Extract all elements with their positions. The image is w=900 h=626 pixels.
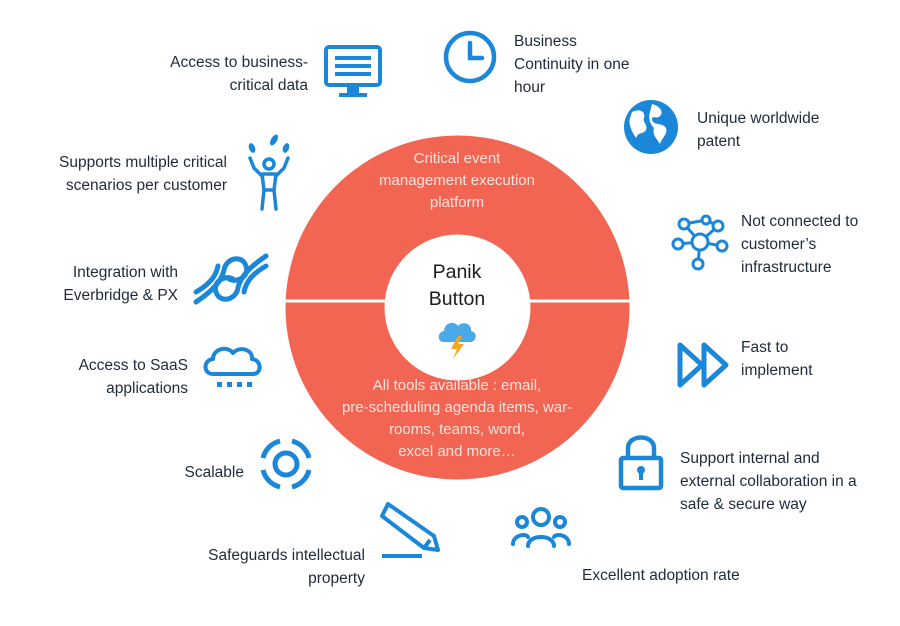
scenarios-label: Supports multiple critical scenarios per… [59,154,227,194]
integration-label: Integration with Everbridge & PX [63,264,178,304]
business-critical-label: Access to business- critical data [170,54,308,94]
clock-icon [442,29,498,85]
fast-forward-icon [676,340,732,390]
lock-icon [617,433,665,491]
central-wheel [285,135,630,480]
monitor-icon [323,44,383,100]
users-icon [510,506,572,550]
patent-label: Unique worldwide patent [697,110,820,150]
globe-icon [622,98,680,156]
adoption-label: Excellent adoption rate [582,567,740,584]
tools-description: All tools available : email, pre-schedul… [341,377,573,460]
panik-button-title: Panik Button [428,261,486,310]
cloud-lightning-icon [436,316,478,360]
collaboration-label: Support internal and external collaborat… [680,450,857,513]
continuity-label: Business Continuity in one hour [514,33,630,96]
not-connected-label: Not connected to customer’s infrastructu… [741,213,859,276]
platform-description: Critical event management execution plat… [379,150,535,211]
network-icon [670,212,730,272]
saas-label: Access to SaaS applications [78,357,188,397]
fast-label: Fast to implement [741,339,813,379]
target-icon [258,436,314,492]
scalable-label: Scalable [184,464,244,481]
juggler-icon [244,134,294,212]
cloud-icon [201,340,265,392]
pencil-icon [380,500,442,560]
inner-core [384,234,531,381]
knot-icon [193,250,269,308]
safeguards-label: Safeguards intellectual property [208,547,365,587]
